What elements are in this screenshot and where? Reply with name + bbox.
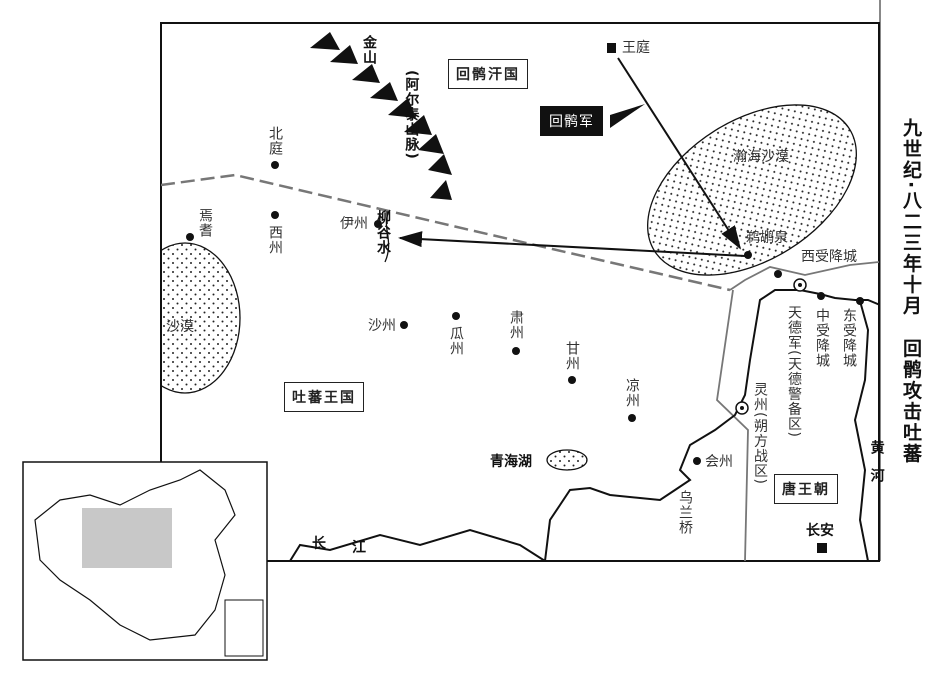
label-ganzhou: 甘州 (564, 341, 580, 371)
label-guazhou: 瓜州 (448, 326, 464, 356)
region-tibetan-empire: 吐蕃王国 (284, 382, 364, 412)
army-callout-pointer (610, 104, 645, 128)
label-shazhou: 沙州 (368, 318, 396, 334)
label-wulanqiao: 乌兰桥 (677, 490, 693, 535)
army-route-south (617, 57, 742, 250)
label-hanhai-desert: 瀚海沙漠 (733, 149, 789, 165)
region-uighur-khaganate: 回鹘汗国 (448, 59, 528, 89)
label-tihuquan: 鹈鹕泉 (746, 230, 788, 246)
label-beiting: 北庭 (267, 126, 283, 156)
label-yizhou: 伊州 (340, 216, 368, 232)
label-tiandejun: 天德军(天德警备区) (786, 305, 802, 438)
city-dots (186, 43, 864, 553)
yellow-river-east (853, 300, 870, 561)
region-tang-dynasty: 唐王朝 (774, 474, 838, 504)
title-line-2: 回鹘攻击吐蕃 (900, 338, 922, 465)
uighur-border (161, 173, 731, 292)
label-yangtze-1: 长 (312, 536, 326, 552)
label-dongshouxiang: 东受降城 (841, 308, 857, 368)
label-lingzhou: 灵州(朔方战区) (752, 382, 768, 485)
tang-west-border (716, 289, 749, 561)
mountain-range-icon (310, 32, 452, 200)
map-title: 九世纪·八二三年十月回鹘攻击吐蕃 (898, 118, 925, 464)
liugu-river (384, 209, 391, 263)
inset-highlight-region (82, 508, 172, 568)
label-changan: 长安 (806, 523, 834, 539)
west-desert (161, 242, 241, 394)
mountain-name: 金山 (361, 35, 377, 65)
army-route-west (398, 231, 746, 257)
label-liangzhou: 凉州 (624, 378, 640, 408)
label-xishouxiang: 西受降城 (801, 249, 857, 265)
label-zhongshouxiang: 中受降城 (814, 308, 830, 368)
mountain-alt-name: (阿尔泰山脉) (403, 70, 420, 160)
label-liugushui: 柳谷水 (375, 210, 391, 255)
title-line-1: 九世纪·八二三年十月 (900, 118, 922, 317)
uighur-army-label: 回鹘军 (540, 106, 603, 136)
label-yellow-river: 黄河 (868, 440, 885, 496)
label-yangtze-2: 江 (352, 540, 366, 556)
label-wangting: 王庭 (622, 40, 650, 56)
label-xizhou: 西州 (267, 225, 283, 255)
yangtze-river (289, 528, 546, 561)
label-qinghai-lake: 青海湖 (490, 454, 532, 470)
label-suzhou: 肃州 (508, 310, 524, 340)
inset-south-sea-box (224, 599, 264, 657)
label-west-desert: 沙漠 (166, 319, 194, 335)
tang-north-border (729, 261, 879, 291)
label-yanqi: 焉耆 (197, 208, 213, 238)
label-huizhou: 会州 (705, 454, 733, 470)
qinghai-lake (546, 449, 588, 471)
